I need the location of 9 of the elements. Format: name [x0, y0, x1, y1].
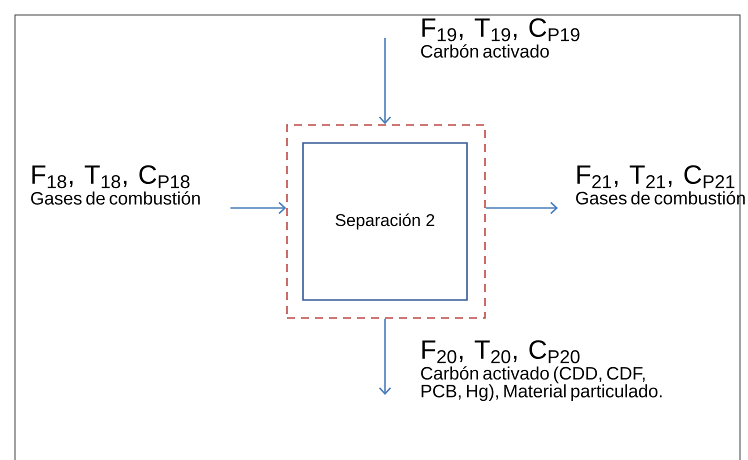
process-box: Separación 2 — [302, 142, 468, 301]
arrow — [378, 318, 392, 395]
stream-label: F$_{18}$, T$_{18}$, C$_{P18}$ Gases de combustión — [31, 165, 200, 205]
stream-label: F$_{20}$, T$_{20}$, C$_{P20}$ Carbón activado (CDD, CDF, PCB, Hg), Material particulado. — [421, 340, 662, 402]
stream-label: F$_{19}$, T$_{19}$, C$_{P19}$ Carbón activado — [421, 18, 580, 58]
arrow — [486, 202, 558, 214]
arrow — [230, 202, 286, 214]
dashed-boundary-box — [286, 124, 486, 319]
arrow — [378, 38, 392, 124]
